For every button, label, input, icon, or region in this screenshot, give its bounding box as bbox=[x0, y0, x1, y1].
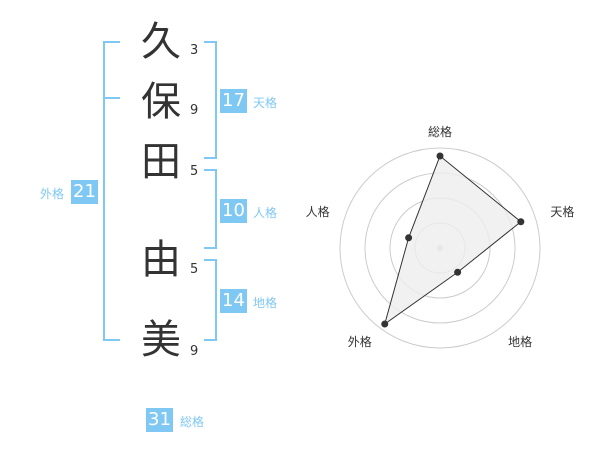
name-char-5: 美 bbox=[141, 317, 181, 363]
gaikaku-bracket bbox=[103, 41, 120, 341]
gaikaku-badge: 21 bbox=[71, 180, 98, 204]
soukaku-label: 総格 bbox=[180, 415, 205, 429]
jinkaku-bracket bbox=[204, 169, 217, 249]
radar-point-3 bbox=[454, 268, 462, 276]
stroke-count-5: 9 bbox=[190, 344, 199, 359]
radar-axis-label-5: 人格 bbox=[306, 204, 330, 219]
soukaku-badge: 31 bbox=[146, 408, 173, 432]
name-char-3: 田 bbox=[141, 139, 181, 185]
tenkaku-badge: 17 bbox=[220, 89, 247, 113]
radar-ring-4 bbox=[339, 147, 541, 349]
radar-point-2 bbox=[517, 218, 525, 226]
radar-polygon bbox=[383, 155, 522, 326]
stroke-count-4: 5 bbox=[190, 262, 199, 277]
stroke-count-1: 3 bbox=[190, 43, 199, 58]
radar-point-4 bbox=[381, 320, 389, 328]
chikaku-bracket bbox=[204, 259, 217, 341]
radar-axis-label-3: 地格 bbox=[508, 334, 532, 349]
jinkaku-label: 人格 bbox=[253, 206, 278, 220]
tenkaku-label: 天格 bbox=[253, 96, 278, 110]
tenkaku-bracket bbox=[204, 41, 217, 159]
radar-axis-label-4: 外格 bbox=[348, 334, 372, 349]
gaikaku-label: 外格 bbox=[40, 187, 65, 201]
stroke-count-2: 9 bbox=[190, 103, 199, 118]
chikaku-label: 地格 bbox=[253, 296, 278, 310]
name-char-1: 久 bbox=[141, 19, 181, 65]
radar-point-5 bbox=[405, 234, 413, 242]
jinkaku-badge: 10 bbox=[220, 199, 247, 223]
name-char-4: 由 bbox=[141, 237, 181, 283]
radar-axis-label-1: 総格 bbox=[428, 124, 452, 139]
name-char-2: 保 bbox=[141, 79, 181, 125]
stroke-count-3: 5 bbox=[190, 164, 199, 179]
radar-point-1 bbox=[436, 152, 444, 160]
chikaku-badge: 14 bbox=[220, 289, 247, 313]
radar-axis-label-2: 天格 bbox=[550, 204, 574, 219]
